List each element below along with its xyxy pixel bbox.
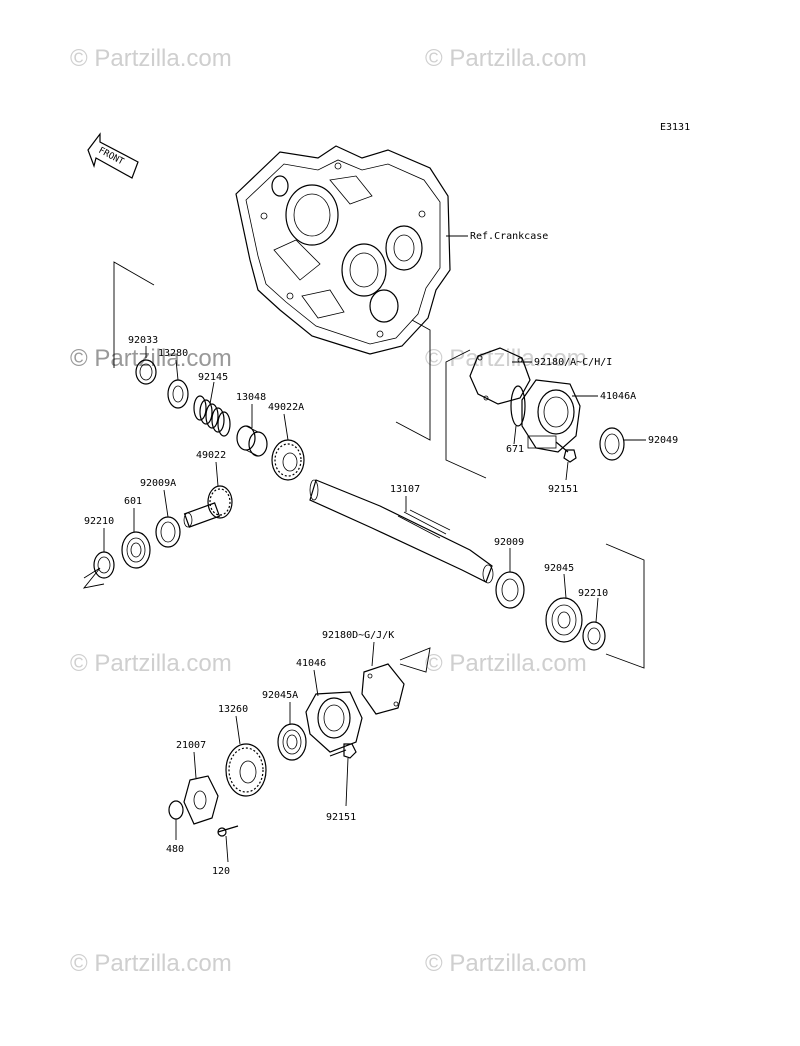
label-92045: 92045 <box>544 563 574 574</box>
diagram-code: E3131 <box>660 122 690 133</box>
part-21007-plate <box>183 775 219 825</box>
label-92009: 92009 <box>494 537 524 548</box>
label-92033: 92033 <box>128 335 158 346</box>
part-92009A-ring <box>155 516 181 548</box>
watermark: © Partzilla.com <box>70 650 232 677</box>
label-92210-left: 92210 <box>84 516 114 527</box>
part-92210-oil-seal <box>93 551 115 579</box>
label-92145: 92145 <box>198 372 228 383</box>
label-13048: 13048 <box>236 392 266 403</box>
label-49022: 49022 <box>196 450 226 461</box>
label-92180A: 92180/A~C/H/I <box>534 357 612 368</box>
label-92151-lower: 92151 <box>326 812 356 823</box>
label-21007: 21007 <box>176 740 206 751</box>
ref-crankcase-label: Ref.Crankcase <box>470 231 548 242</box>
part-13048-collar <box>236 425 268 457</box>
label-120: 120 <box>212 866 230 877</box>
part-480-circlip <box>168 800 184 820</box>
label-480: 480 <box>166 844 184 855</box>
part-49022A-gear <box>271 439 305 481</box>
part-13260-gear <box>225 743 267 797</box>
part-92045A-bearing <box>277 723 307 761</box>
label-92151-upper: 92151 <box>548 484 578 495</box>
part-92180D-gasket <box>361 663 405 715</box>
part-671-o-ring <box>510 385 526 427</box>
part-92009-ring <box>495 571 525 609</box>
watermark: © Partzilla.com <box>425 45 587 72</box>
front-arrow-icon: FRONT <box>87 132 139 179</box>
watermark: © Partzilla.com <box>425 650 587 677</box>
part-92145-spring <box>193 395 231 437</box>
part-41046A-housing <box>521 379 581 453</box>
watermark: © Partzilla.com <box>70 45 232 72</box>
watermark: © Partzilla.com <box>70 950 232 977</box>
label-601: 601 <box>124 496 142 507</box>
watermark: © Partzilla.com <box>425 950 587 977</box>
label-92045A: 92045A <box>262 690 298 701</box>
label-92180D: 92180D~G/J/K <box>322 630 394 641</box>
label-671: 671 <box>506 444 524 455</box>
label-92049: 92049 <box>648 435 678 446</box>
part-41046-housing <box>305 691 363 753</box>
part-92049-oil-seal <box>599 427 625 461</box>
part-92033-circlip <box>135 359 157 385</box>
label-41046A: 41046A <box>600 391 636 402</box>
label-92009A: 92009A <box>140 478 176 489</box>
part-13107-shaft <box>309 479 494 584</box>
label-13280: 13280 <box>158 348 188 359</box>
part-92151-bolt <box>555 441 577 463</box>
label-92210-right: 92210 <box>578 588 608 599</box>
label-13107: 13107 <box>390 484 420 495</box>
label-41046: 41046 <box>296 658 326 669</box>
label-49022A: 49022A <box>268 402 304 413</box>
part-49022-gear <box>183 485 233 528</box>
part-13280-washer <box>167 379 189 409</box>
part-120-screw <box>217 825 239 837</box>
label-13260: 13260 <box>218 704 248 715</box>
part-92045-bearing <box>545 597 583 643</box>
part-92151-bolt-lower <box>329 743 357 759</box>
crankcase-housing <box>235 145 451 355</box>
part-92210-oil-seal-right <box>582 621 606 651</box>
part-92180A-gasket <box>469 347 531 405</box>
part-601-bearing <box>121 531 151 569</box>
watermark: © Partzilla.com <box>425 345 587 372</box>
